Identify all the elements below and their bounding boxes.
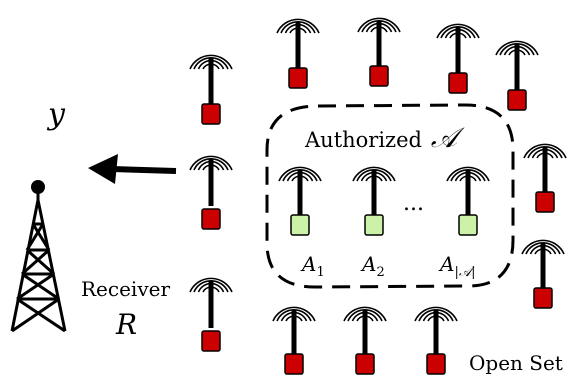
open-set-transmitter [190,156,232,230]
authorized-region-boundary [265,103,515,289]
open-set-transmitter [358,18,400,87]
open-set-transmitter [522,240,564,309]
open-set-transmitter [437,24,479,94]
open-set-transmitter [273,307,315,375]
authorized-transmitter-a2 [353,167,395,236]
open-set-transmitter [496,41,538,111]
a2-subscript: 2 [376,265,385,280]
authorized-transmitter-a1 [279,167,321,236]
a2-base: A [362,252,377,276]
open-set-transmitter [190,278,232,352]
a1-subscript: 1 [316,265,325,280]
receiver-symbol: R [116,308,138,341]
authorized-transmitter-an [447,167,489,236]
open-set-transmitter [190,55,232,125]
open-set-transmitter [277,19,319,89]
ellipsis: ... [403,191,424,216]
authorized-label-an: A|𝒜| [440,254,476,279]
receiver-label: Receiver [81,277,171,301]
authorized-text: Authorized [305,128,422,152]
output-signal-label: y [48,97,65,132]
an-subscript: |𝒜| [454,265,476,280]
authorized-label: Authorized 𝒜 [305,124,457,152]
a1-base: A [302,252,317,276]
open-set-label: Open Set [469,351,563,375]
radio-tower-icon [10,180,67,333]
arrow-left-icon [88,154,177,184]
an-base: A [440,252,455,276]
open-set-transmitter [524,144,566,213]
authorized-set-symbol: 𝒜 [430,121,458,154]
open-set-transmitter [344,307,386,375]
open-set-transmitter [415,307,457,375]
authorized-label-a1: A1 [302,254,325,279]
authorized-label-a2: A2 [362,254,385,279]
